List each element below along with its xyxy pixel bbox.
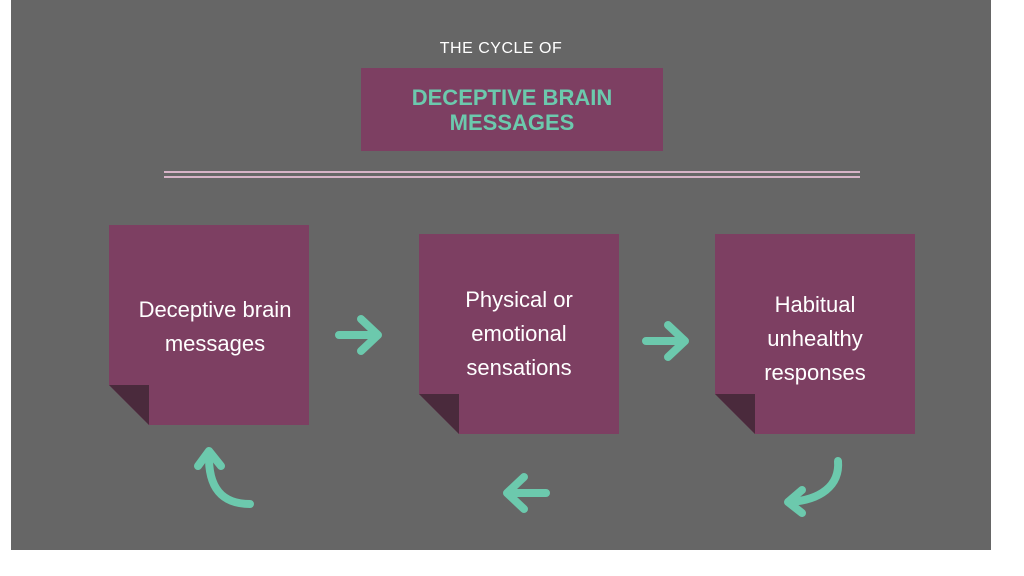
divider-line-bottom xyxy=(164,176,860,178)
curved-arrow-down-left-icon xyxy=(784,457,843,517)
step-label-2: Physical or emotional sensations xyxy=(465,287,573,380)
curved-arrow-up-icon xyxy=(194,447,254,508)
step-label-3: Habitual unhealthy responses xyxy=(764,292,866,385)
title-box: DECEPTIVE BRAIN MESSAGES xyxy=(361,68,663,151)
divider-line-top xyxy=(164,171,860,173)
arrow-left-icon xyxy=(503,473,550,513)
diagram-subtitle: THE CYCLE OF xyxy=(439,40,563,57)
diagram-title: DECEPTIVE BRAIN MESSAGES xyxy=(411,84,613,135)
arrow-right-icon xyxy=(335,315,382,355)
arrow-right-icon xyxy=(642,321,689,361)
step-label-1: Deceptive brain messages xyxy=(138,297,292,356)
